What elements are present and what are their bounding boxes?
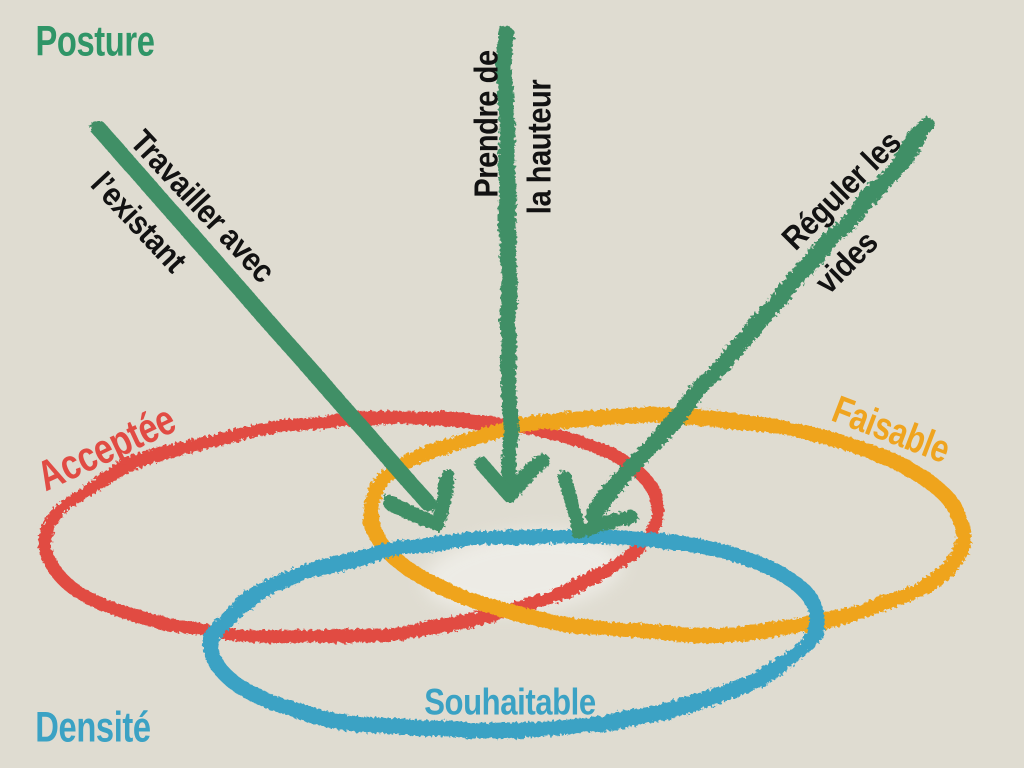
arrow-middle-head: [473, 455, 552, 503]
arrow-middle-label-line1: Prendre de: [467, 50, 505, 198]
ellipse-souhaitable: [204, 527, 826, 739]
arrow-left-shaft: [90, 120, 435, 510]
arrow-middle-shaft: [497, 25, 519, 488]
arrow-middle-label-line2: la hauteur: [520, 79, 558, 215]
arrow-right-shaft: [584, 119, 937, 522]
green-arrows: [90, 25, 937, 538]
souhaitable-label: Souhaitable: [424, 681, 596, 723]
densite-label: Densité: [35, 703, 151, 752]
posture-label: Posture: [35, 17, 155, 66]
arrow-left-head: [384, 470, 456, 530]
arrow-right-head: [559, 472, 636, 538]
